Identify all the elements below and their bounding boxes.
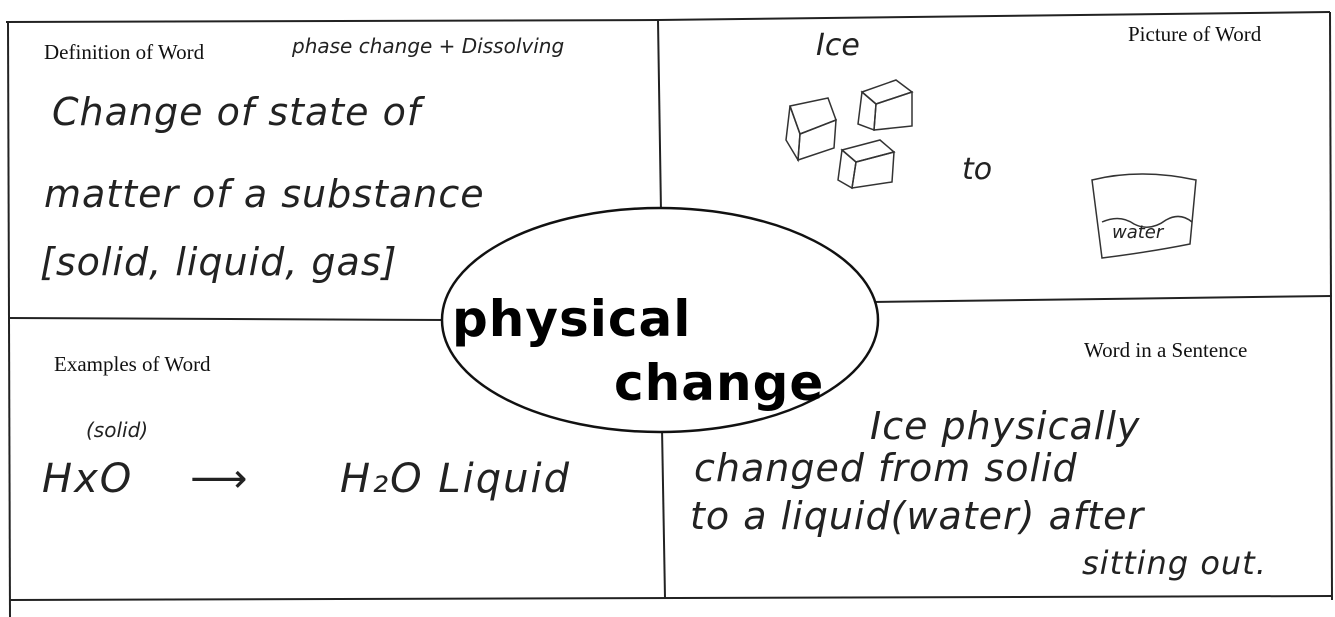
definition-label: Definition of Word <box>44 40 205 64</box>
center-word-change: change <box>614 354 825 412</box>
center-ellipse <box>440 206 880 434</box>
sentence-line-1: Ice physically <box>870 404 1141 448</box>
sentence-line-2: changed from solid <box>694 446 1078 490</box>
water-label: water <box>1112 222 1164 243</box>
sentence-line-4: sitting out. <box>1082 544 1267 582</box>
vertical-divider-bottom <box>661 427 666 599</box>
picture-label: Picture of Word <box>1128 22 1262 46</box>
solid-note: (solid) <box>86 418 149 442</box>
vertical-divider-top <box>657 19 662 213</box>
water-glass-drawing <box>1091 173 1197 259</box>
to-label: to <box>962 152 993 187</box>
bottom-border <box>9 595 1333 601</box>
definition-line-2: matter of a substance <box>44 172 485 216</box>
definition-line-3: [solid, liquid, gas] <box>40 240 398 284</box>
sentence-line-3: to a liquid(water) after <box>690 494 1145 538</box>
examples-label: Examples of Word <box>54 352 211 376</box>
top-border-right <box>657 11 1331 21</box>
definition-line-1: Change of state of <box>52 90 422 134</box>
right-border <box>1329 11 1333 601</box>
left-border <box>7 21 11 617</box>
equation-left: HxO <box>42 456 134 502</box>
equation-arrow: ⟶ <box>190 456 250 502</box>
horizontal-divider-right <box>871 295 1333 303</box>
top-border-left <box>5 19 659 23</box>
horizontal-divider-left <box>7 317 449 321</box>
definition-note: phase change + Dissolving <box>292 34 565 58</box>
ice-cubes-drawing <box>785 79 914 190</box>
equation-right: H₂O Liquid <box>340 456 571 502</box>
ice-label: Ice <box>816 28 860 63</box>
center-word-physical: physical <box>452 290 692 348</box>
sentence-label: Word in a Sentence <box>1084 338 1248 362</box>
